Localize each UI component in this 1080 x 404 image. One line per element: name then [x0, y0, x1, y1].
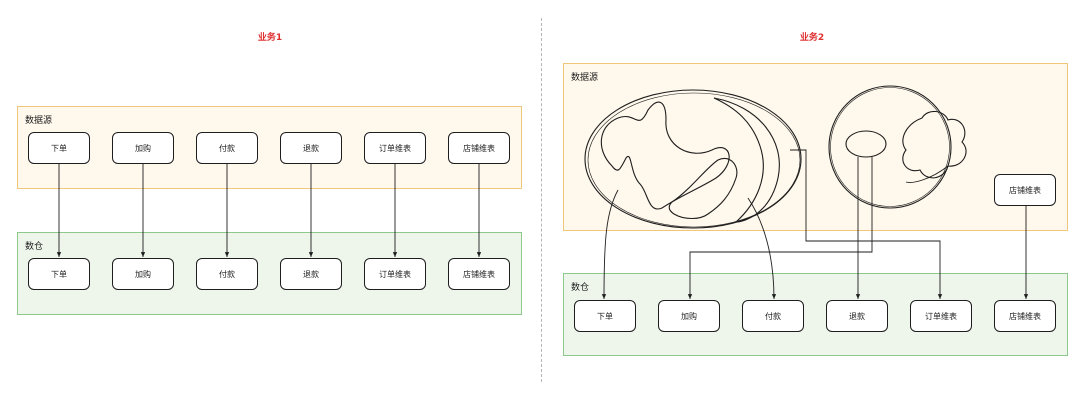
left-warehouse-panel: 数仓 [17, 232, 522, 315]
left-source-panel-label: 数据源 [25, 116, 53, 126]
left-source-panel: 数据源 [17, 106, 522, 189]
left-warehouse-node-payment[interactable]: 付款 [196, 258, 258, 290]
left-warehouse-node-add-cart[interactable]: 加购 [112, 258, 174, 290]
left-warehouse-panel-label: 数仓 [25, 242, 44, 252]
right-source-panel: 数据源 [563, 63, 1068, 231]
section-divider [541, 18, 542, 382]
left-title: 业务1 [257, 33, 283, 43]
right-warehouse-node-payment[interactable]: 付款 [742, 300, 804, 332]
left-source-node-shop-dim[interactable]: 店铺维表 [448, 132, 510, 164]
right-warehouse-node-order-dim[interactable]: 订单维表 [910, 300, 972, 332]
right-warehouse-panel-label: 数仓 [571, 283, 590, 293]
left-warehouse-node-shop-dim[interactable]: 店铺维表 [448, 258, 510, 290]
right-source-panel-label: 数据源 [571, 73, 599, 83]
left-source-node-order[interactable]: 下单 [28, 132, 90, 164]
right-warehouse-node-order[interactable]: 下单 [574, 300, 636, 332]
left-warehouse-node-order-dim[interactable]: 订单维表 [364, 258, 426, 290]
right-source-node-shop-dim[interactable]: 店铺维表 [994, 174, 1056, 206]
left-warehouse-node-order[interactable]: 下单 [28, 258, 90, 290]
left-source-node-add-cart[interactable]: 加购 [112, 132, 174, 164]
right-warehouse-node-refund[interactable]: 退款 [826, 300, 888, 332]
right-warehouse-node-shop-dim[interactable]: 店铺维表 [994, 300, 1056, 332]
left-source-node-payment[interactable]: 付款 [196, 132, 258, 164]
right-warehouse-panel: 数仓 [563, 273, 1068, 356]
right-title: 业务2 [799, 33, 825, 43]
right-warehouse-node-add-cart[interactable]: 加购 [658, 300, 720, 332]
left-source-node-refund[interactable]: 退款 [280, 132, 342, 164]
left-warehouse-node-refund[interactable]: 退款 [280, 258, 342, 290]
left-source-node-order-dim[interactable]: 订单维表 [364, 132, 426, 164]
